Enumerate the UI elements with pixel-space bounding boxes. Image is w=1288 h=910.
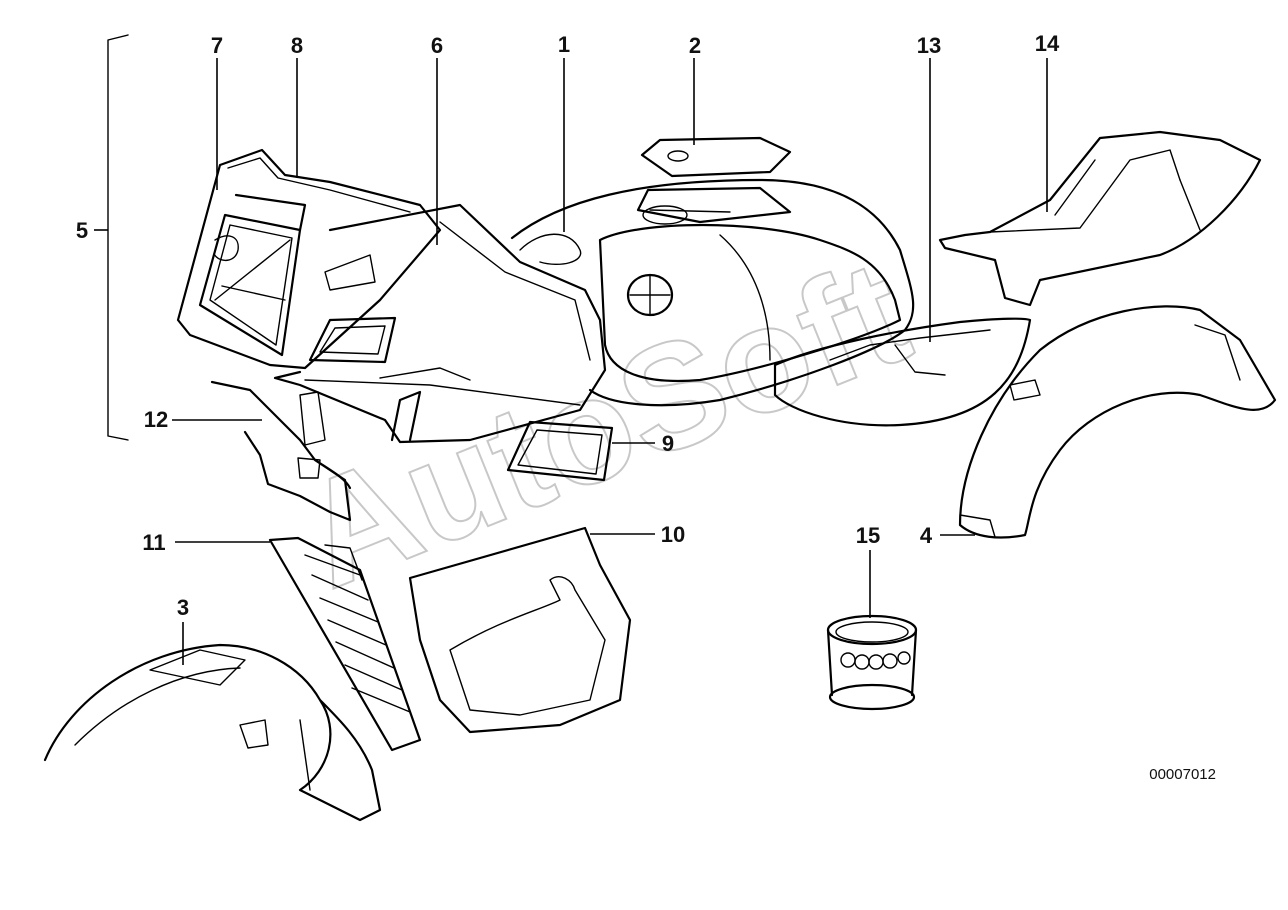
callout-2: 2 [689, 33, 701, 58]
watermark: AutoSoft [278, 226, 930, 621]
callout-4: 4 [920, 523, 933, 548]
part-side-cover [773, 317, 1032, 427]
drawing-number: 00007012 [1149, 766, 1216, 783]
part-side-panel [273, 203, 607, 444]
callout-5: 5 [76, 218, 88, 243]
part-tank-cover [640, 136, 792, 178]
part-front-fender [43, 643, 382, 822]
group-bracket [107, 34, 129, 441]
callout-8: 8 [291, 33, 303, 58]
watermark-text: AutoSoft [279, 227, 929, 620]
part-duct-frame [506, 420, 614, 482]
callout-3: 3 [177, 595, 189, 620]
part-bracket [210, 380, 352, 522]
callout-10: 10 [661, 522, 685, 547]
part-headlight-fairing [176, 148, 442, 370]
callout-15: 15 [856, 523, 880, 548]
callout-12: 12 [144, 407, 168, 432]
callout-11: 11 [142, 530, 165, 555]
callout-14: 14 [1035, 31, 1060, 56]
part-grille [268, 536, 422, 752]
part-rear-fender [958, 305, 1277, 539]
part-lower-cover [408, 526, 632, 734]
part-bushing [826, 614, 918, 711]
part-seat-tail [938, 130, 1262, 307]
part-fuel-tank [510, 178, 915, 407]
callout-1: 1 [558, 32, 570, 57]
callout-13: 13 [917, 33, 941, 58]
callout-9: 9 [662, 431, 674, 456]
callout-6: 6 [431, 33, 443, 58]
callout-7: 7 [211, 33, 223, 58]
